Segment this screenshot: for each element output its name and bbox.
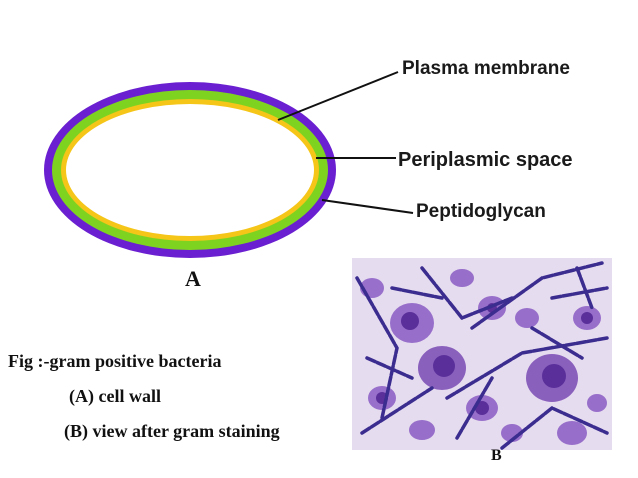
gram-stain-micrograph [352,258,612,450]
caption-part-a: (A) cell wall [69,386,161,406]
cell-interior [66,104,314,236]
peptidoglycan-label: Peptidoglycan [416,201,546,222]
panel-a-label: A [185,266,201,291]
gram-positive-rods [355,261,609,450]
periplasmic-space-label: Periplasmic space [398,149,573,171]
plasma-membrane-label: Plasma membrane [402,58,570,79]
panel-b-label: B [491,447,502,464]
micrograph-image [352,258,612,450]
cell-wall-diagram [44,71,414,258]
caption-part-b: (B) view after gram staining [64,421,280,441]
leader-line-plasma-membrane [277,71,399,121]
caption-title: Fig :-gram positive bacteria [8,351,222,371]
leader-line-peptidoglycan [321,199,414,214]
